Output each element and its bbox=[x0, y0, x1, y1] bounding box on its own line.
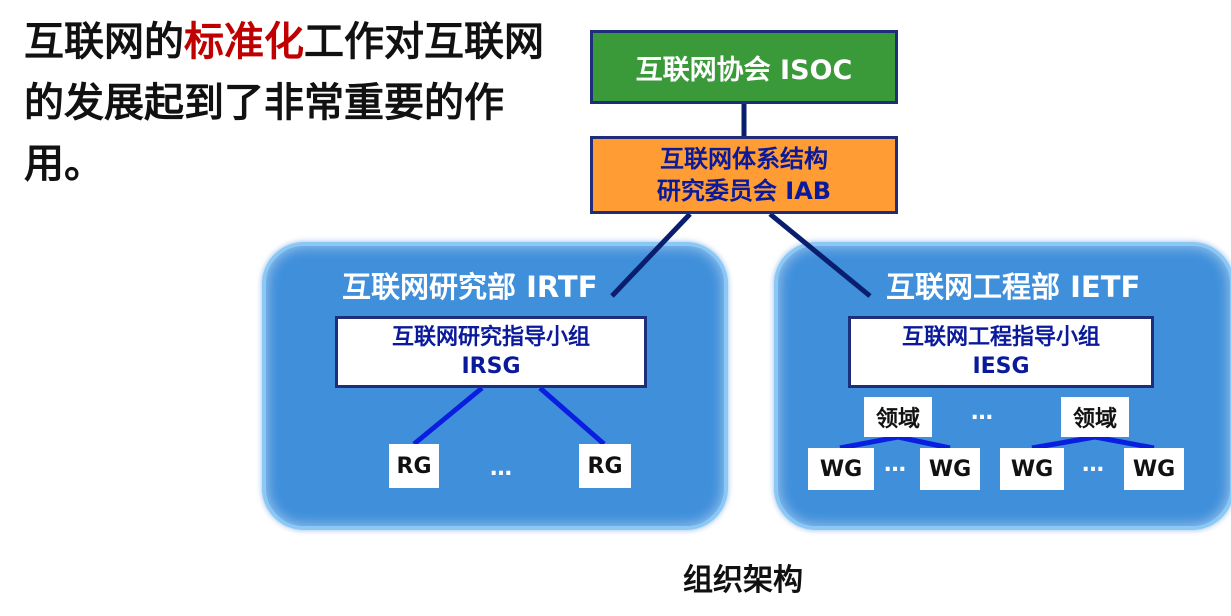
irtf-title: 互联网研究部 IRTF bbox=[342, 270, 598, 304]
intro-highlight: 标准化 bbox=[184, 19, 304, 65]
connector-area-wg-2 bbox=[897, 434, 951, 451]
isoc-label: 互联网协会 ISOC bbox=[635, 54, 853, 86]
irsg-box: 互联网研究指导小组 IRSG bbox=[335, 316, 647, 388]
wg-ellipsis-left: … bbox=[884, 452, 906, 477]
iab-label-line1: 互联网体系结构 bbox=[660, 145, 828, 173]
iesg-box: 互联网工程指导小组 IESG bbox=[848, 316, 1154, 388]
area-ellipsis: … bbox=[971, 400, 993, 425]
connector-area-wg-4 bbox=[1094, 434, 1155, 451]
iab-box: 互联网体系结构 研究委员会 IAB bbox=[590, 136, 898, 214]
connector-iab-irtf bbox=[610, 212, 692, 298]
intro-after: 工作对互联网的发展起到了非常重要的作用。 bbox=[24, 19, 544, 187]
rg-box-left: RG bbox=[389, 444, 439, 488]
iesg-label-line2: IESG bbox=[972, 354, 1030, 379]
connector-iab-ietf bbox=[768, 212, 872, 298]
connector-area-wg-3 bbox=[1031, 434, 1096, 451]
wg-box-2: WG bbox=[920, 448, 980, 490]
isoc-box: 互联网协会 ISOC bbox=[590, 30, 898, 104]
wg-box-4: WG bbox=[1124, 448, 1184, 490]
connector-area-wg-1 bbox=[839, 434, 899, 451]
rg-box-right: RG bbox=[579, 444, 631, 488]
wg-box-1: WG bbox=[808, 448, 874, 490]
iab-label-line2: 研究委员会 IAB bbox=[656, 177, 832, 205]
iesg-label-line1: 互联网工程指导小组 bbox=[901, 325, 1100, 350]
diagram-caption: 组织架构 bbox=[683, 563, 803, 598]
connector-irsg-rg-left bbox=[412, 386, 484, 446]
wg-box-3: WG bbox=[1000, 448, 1064, 490]
area-box-left: 领域 bbox=[864, 397, 932, 437]
rg-ellipsis: … bbox=[490, 456, 512, 481]
ietf-title: 互联网工程部 IETF bbox=[886, 270, 1141, 304]
irsg-label-line1: 互联网研究指导小组 bbox=[391, 325, 590, 350]
intro-text: 互联网的标准化工作对互联网的发展起到了非常重要的作用。 bbox=[24, 12, 544, 195]
wg-ellipsis-right: … bbox=[1082, 452, 1104, 477]
connector-irsg-rg-right bbox=[538, 386, 606, 446]
irsg-label-line2: IRSG bbox=[461, 354, 521, 379]
intro-before: 互联网的 bbox=[24, 19, 184, 65]
area-box-right: 领域 bbox=[1061, 397, 1129, 437]
